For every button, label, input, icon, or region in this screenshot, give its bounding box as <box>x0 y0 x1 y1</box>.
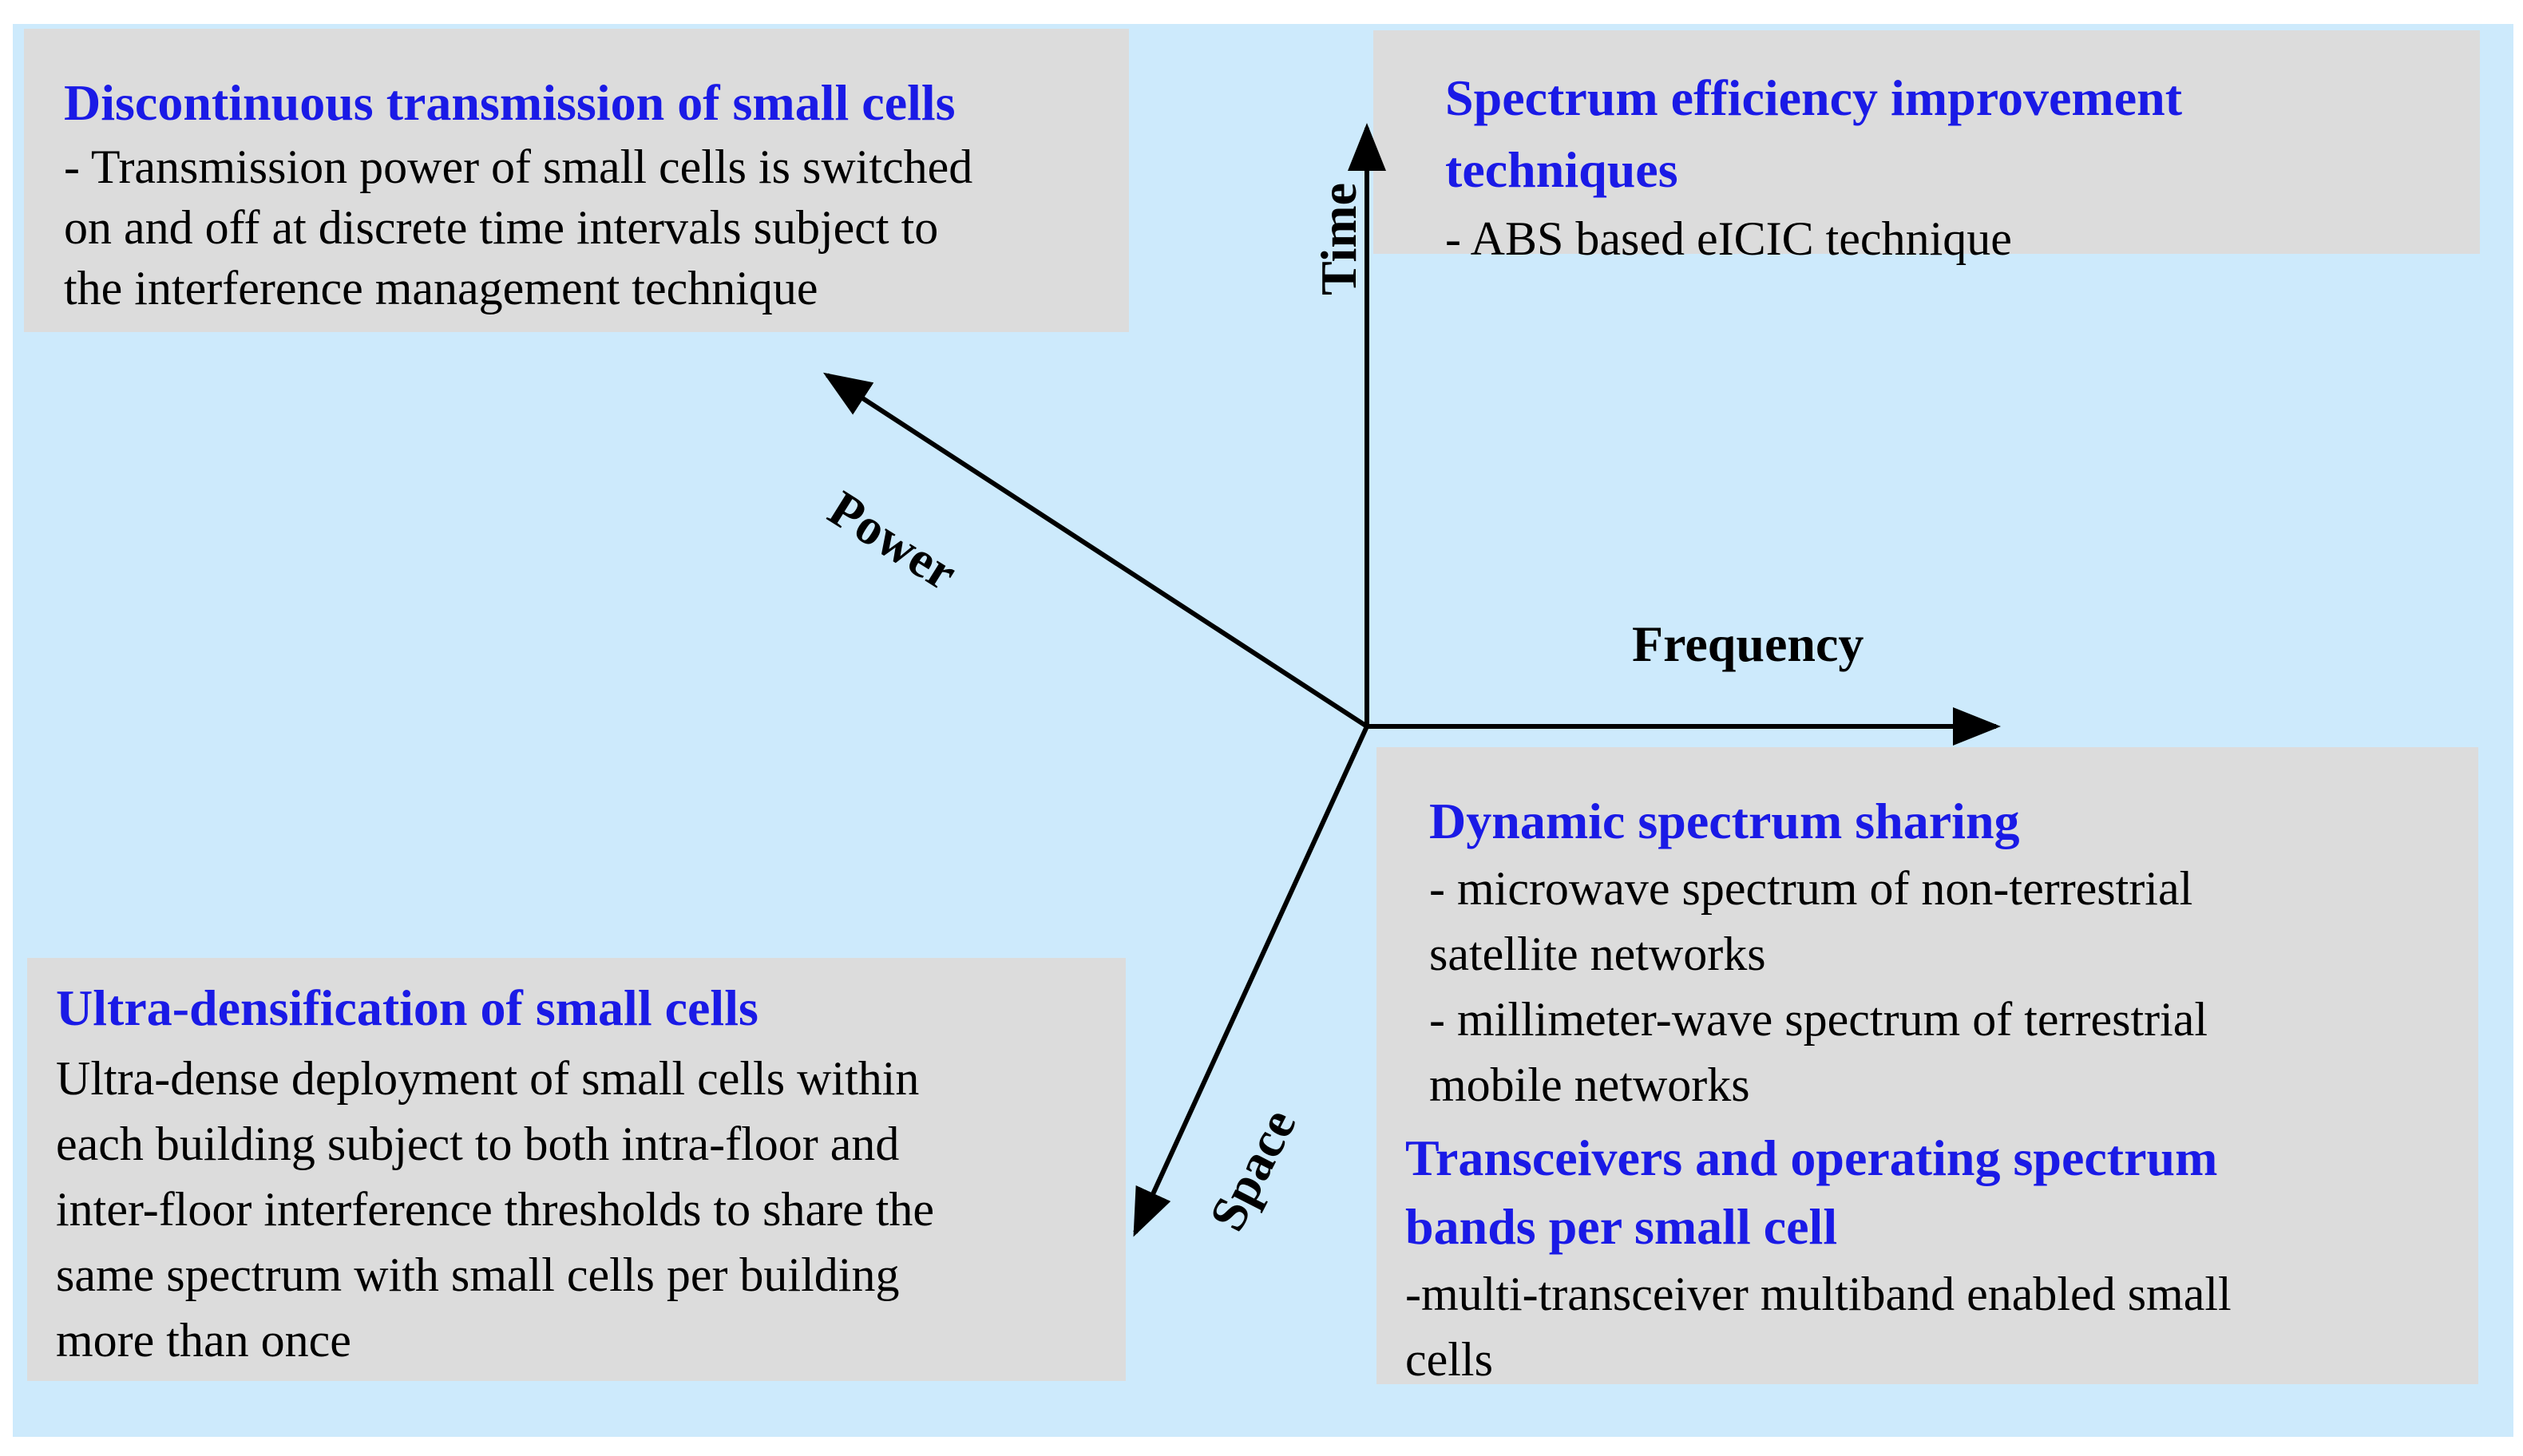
dynamic-spectrum-sharing-line-4: mobile networks <box>1429 1058 1750 1111</box>
ultra-densification-line-1: Ultra-dense deployment of small cells wi… <box>56 1052 920 1105</box>
power-axis-arrow <box>822 372 1368 729</box>
transceivers-title-line-1: Transceivers and operating spectrum <box>1405 1130 2218 1186</box>
transceivers-title-line-2: bands per small cell <box>1405 1198 1838 1255</box>
ultra-densification-line-2: each building subject to both intra-floo… <box>56 1118 900 1170</box>
ultra-densification-title: Ultra-densification of small cells <box>56 979 758 1036</box>
frequency-axis-label: Frequency <box>1632 615 1864 672</box>
transceivers-line-2: cells <box>1405 1333 1493 1386</box>
spectrum-efficiency-box: Spectrum efficiency improvement techniqu… <box>1373 30 2480 265</box>
spectrum-efficiency-line-1: - ABS based eICIC technique <box>1445 212 2012 265</box>
spectrum-efficiency-title-line-2: techniques <box>1445 141 1678 198</box>
dynamic-spectrum-sharing-line-3: - millimeter-wave spectrum of terrestria… <box>1429 993 2208 1046</box>
spectrum-efficiency-title-line-1: Spectrum efficiency improvement <box>1445 69 2182 126</box>
space-axis-arrow <box>1133 725 1369 1237</box>
discontinuous-transmission-line-1: - Transmission power of small cells is s… <box>64 140 973 193</box>
time-axis-label: Time <box>1310 182 1367 295</box>
ultra-densification-line-5: more than once <box>56 1314 351 1367</box>
ultra-densification-line-4: same spectrum with small cells per build… <box>56 1248 900 1301</box>
discontinuous-transmission-line-3: the interference management technique <box>64 262 818 315</box>
transceivers-line-1: -multi-transceiver multiband enabled sma… <box>1405 1268 2232 1320</box>
ultra-densification-line-3: inter-floor interference thresholds to s… <box>56 1183 935 1236</box>
dynamic-spectrum-sharing-title: Dynamic spectrum sharing <box>1429 793 2020 849</box>
discontinuous-transmission-line-2: on and off at discrete time intervals su… <box>64 201 939 254</box>
dynamic-spectrum-sharing-box: Dynamic spectrum sharing - microwave spe… <box>1376 747 2478 1386</box>
discontinuous-transmission-title: Discontinuous transmission of small cell… <box>64 74 956 131</box>
ultra-densification-box: Ultra-densification of small cells Ultra… <box>27 958 1126 1381</box>
discontinuous-transmission-box: Discontinuous transmission of small cell… <box>24 29 1129 332</box>
dynamic-spectrum-sharing-line-1: - microwave spectrum of non-terrestrial <box>1429 862 2193 915</box>
dynamic-spectrum-sharing-line-2: satellite networks <box>1429 928 1766 980</box>
